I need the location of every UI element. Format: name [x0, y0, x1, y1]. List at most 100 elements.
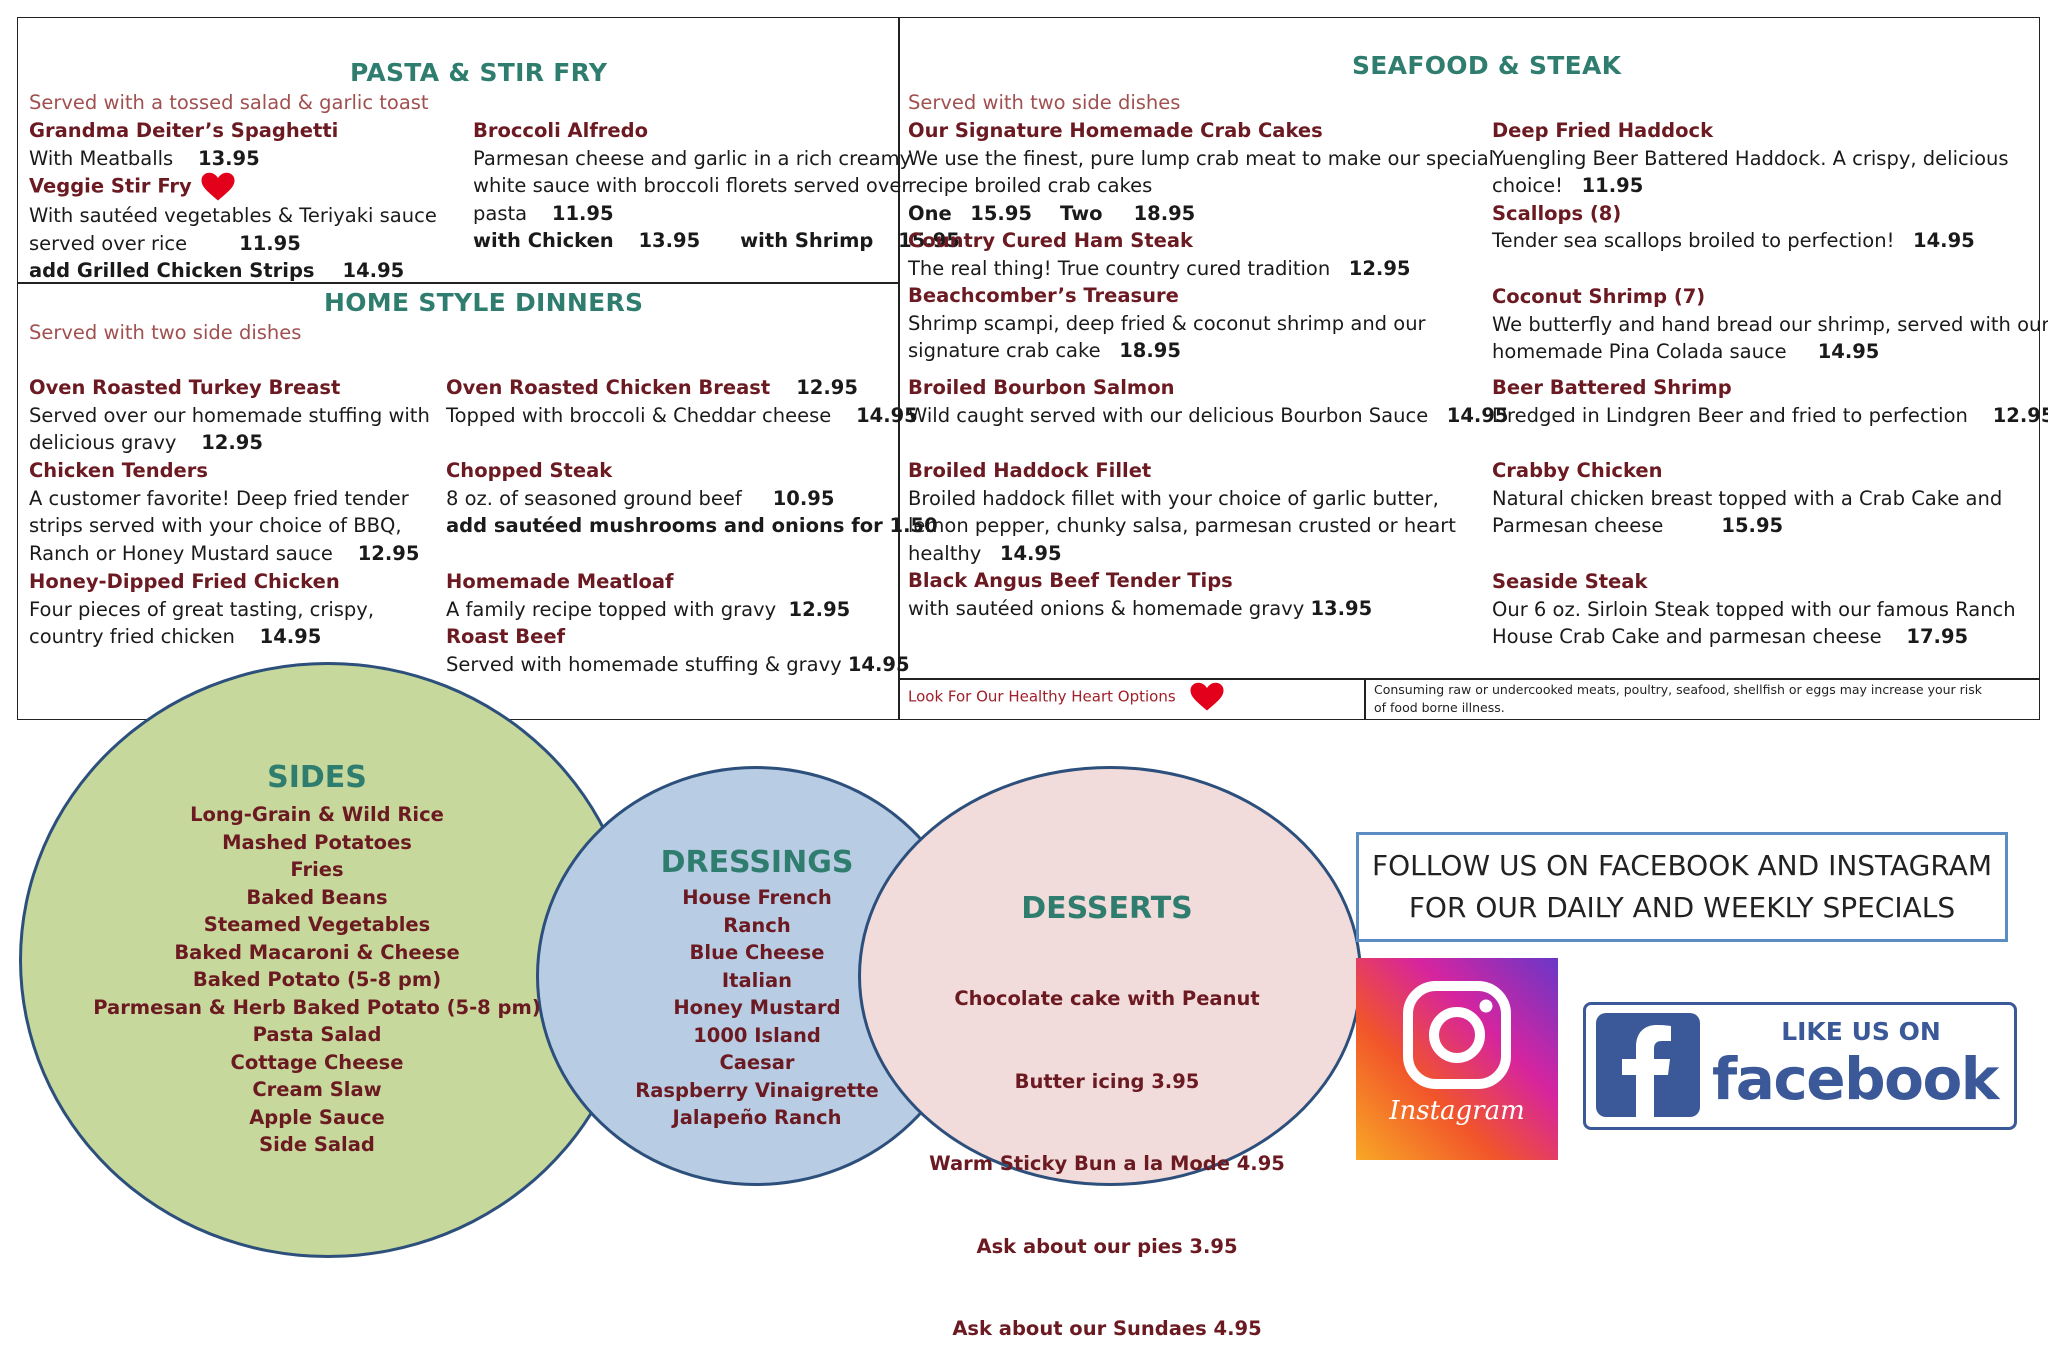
- item-title: Beachcomber’s Treasure: [908, 284, 1179, 307]
- item-price: 14.95: [856, 403, 918, 427]
- column-divider: [898, 17, 900, 720]
- item-desc: We use the finest, pure lump crab meat t…: [908, 146, 1495, 170]
- item-price: 18.95: [1133, 201, 1196, 225]
- item-desc: We butterfly and hand bread our shrimp, …: [1492, 312, 2048, 336]
- list-item: Side Salad: [259, 1133, 375, 1156]
- instagram-icon: [1356, 958, 1558, 1160]
- item-desc: Our 6 oz. Sirloin Steak topped with our …: [1492, 597, 2016, 621]
- item-price: 13.95: [638, 229, 701, 252]
- facebook-badge[interactable]: LIKE US ON facebook: [1583, 1002, 2017, 1130]
- item-title: Veggie Stir Fry: [29, 174, 192, 198]
- item-desc: signature crab cake: [908, 339, 1101, 362]
- item-title: Seaside Steak: [1492, 570, 1648, 593]
- item-price: 14.95: [259, 625, 322, 648]
- item-bourbon-salmon: Broiled Bourbon Salmon Wild caught serve…: [908, 374, 1508, 429]
- list-item: House French: [682, 886, 832, 909]
- facebook-wordmark: facebook: [1712, 1045, 1999, 1113]
- item-desc: Four pieces of great tasting, crispy,: [29, 597, 375, 621]
- facebook-like-text: LIKE US ON: [1781, 1017, 1941, 1046]
- item-desc: Natural chicken breast topped with a Cra…: [1492, 486, 2003, 510]
- sides-list: Long-Grain & Wild Rice Mashed Potatoes F…: [19, 801, 615, 1159]
- healthy-heart-note: Look For Our Healthy Heart Options: [908, 682, 1226, 712]
- item-title: Country Cured Ham Steak: [908, 229, 1193, 252]
- item-desc: A customer favorite! Deep fried tender: [29, 486, 409, 510]
- list-item: Italian: [721, 968, 793, 992]
- item-title: Roast Beef: [446, 625, 566, 648]
- item-chicken-tenders: Chicken Tenders A customer favorite! Dee…: [29, 457, 419, 567]
- item-desc: Parmesan cheese: [1492, 514, 1664, 537]
- list-item: Long-Grain & Wild Rice: [190, 803, 444, 826]
- facebook-icon: [1596, 1013, 1700, 1117]
- list-item: Baked Beans: [246, 885, 388, 909]
- follow-us-box: FOLLOW US ON FACEBOOK AND INSTAGRAM FOR …: [1356, 832, 2008, 942]
- desserts-list: Chocolate cake with Peanut Butter icing …: [905, 930, 1309, 1370]
- item-price: 11.95: [551, 201, 614, 225]
- item-desc: delicious gravy: [29, 431, 177, 454]
- item-title: Chicken Tenders: [29, 459, 209, 482]
- follow-us-line: FOR OUR DAILY AND WEEKLY SPECIALS: [1408, 891, 1956, 924]
- dressings-list: House French Ranch Blue Cheese Italian H…: [612, 884, 902, 1132]
- item-desc: with sautéed onions & homemade gravy: [908, 596, 1305, 620]
- list-item: Parmesan & Herb Baked Potato (5-8 pm): [93, 995, 541, 1019]
- item-desc: Served over our homemade stuffing with: [29, 403, 430, 427]
- item-option: with Shrimp: [740, 229, 874, 252]
- item-desc: pasta: [473, 201, 528, 225]
- item-desc: white sauce with broccoli florets served…: [473, 174, 910, 197]
- item-desc: A family recipe topped with gravy: [446, 597, 777, 621]
- item-price: 14.95: [847, 652, 910, 676]
- follow-us-line: FOLLOW US ON FACEBOOK AND INSTAGRAM: [1372, 849, 1992, 882]
- desserts-circle: [858, 766, 1362, 1186]
- item-honey-dipped-chicken: Honey-Dipped Fried Chicken Four pieces o…: [29, 568, 374, 651]
- list-item: Ask about our Sundaes 4.95: [952, 1317, 1262, 1340]
- item-title: Homemade Meatloaf: [446, 570, 674, 593]
- menu-frame: [17, 17, 2040, 720]
- item-option: One: [908, 201, 952, 225]
- item-desc: House Crab Cake and parmesan cheese: [1492, 625, 1882, 648]
- dressings-heading: DRESSINGS: [660, 845, 854, 880]
- item-seaside-steak: Seaside Steak Our 6 oz. Sirloin Steak to…: [1492, 568, 2016, 651]
- food-warning-line: Consuming raw or undercooked meats, poul…: [1374, 682, 1983, 697]
- pasta-home-divider: [17, 282, 899, 284]
- instagram-label: Instagram: [1389, 1096, 1525, 1126]
- item-title: Oven Roasted Chicken Breast: [446, 376, 771, 399]
- list-item: Ranch: [723, 913, 791, 937]
- item-desc: strips served with your choice of BBQ,: [29, 514, 402, 537]
- item-price: 13.95: [198, 146, 260, 170]
- item-haddock-fillet: Broiled Haddock Fillet Broiled haddock f…: [908, 457, 1456, 622]
- item-desc: choice!: [1492, 174, 1563, 197]
- item-desc: 8 oz. of seasoned ground beef: [446, 486, 742, 510]
- item-title: Honey-Dipped Fried Chicken: [29, 570, 340, 593]
- list-item: Blue Cheese: [689, 941, 825, 964]
- item-price: 14.95: [999, 541, 1062, 565]
- instagram-logo[interactable]: Instagram: [1356, 958, 1558, 1160]
- list-item: Baked Potato (5-8 pm): [192, 968, 442, 991]
- item-crab-cakes: Our Signature Homemade Crab Cakes We use…: [908, 117, 1494, 365]
- item-desc: Yuengling Beer Battered Haddock. A crisp…: [1492, 146, 2009, 170]
- item-price: 12.95: [201, 431, 263, 454]
- item-price: 18.95: [1119, 339, 1181, 362]
- item-price: 12.95: [1992, 403, 2048, 427]
- item-title: Crabby Chicken: [1492, 459, 1663, 482]
- item-spaghetti: Grandma Deiter’s Spaghetti With Meatball…: [29, 117, 338, 172]
- item-price: 12.95: [357, 541, 420, 565]
- list-item: Honey Mustard: [673, 996, 841, 1019]
- heart-icon: [1190, 682, 1224, 711]
- item-title: Deep Fried Haddock: [1492, 119, 1714, 142]
- item-addon: add Grilled Chicken Strips: [29, 259, 315, 282]
- item-desc: Topped with broccoli & Cheddar cheese: [446, 403, 832, 427]
- item-price: 15.95: [898, 229, 960, 252]
- list-item: Cottage Cheese: [230, 1050, 404, 1074]
- sides-circle: [19, 662, 637, 1258]
- item-title: Chopped Steak: [446, 459, 613, 482]
- item-coconut-shrimp: Coconut Shrimp (7) We butterfly and hand…: [1492, 283, 2048, 366]
- item-price: 11.95: [1581, 174, 1644, 197]
- list-item: Baked Macaroni & Cheese: [174, 940, 460, 964]
- item-desc: Wild caught served with our delicious Bo…: [908, 403, 1429, 427]
- item-desc: With sautéed vegetables & Teriyaki sauce: [29, 204, 437, 227]
- list-item: Cream Slaw: [252, 1078, 382, 1101]
- footer-divider: [898, 678, 2040, 680]
- item-title: Broiled Haddock Fillet: [908, 459, 1152, 482]
- pasta-heading: PASTA & STIR FRY: [350, 58, 608, 87]
- list-item: Caesar: [719, 1051, 795, 1074]
